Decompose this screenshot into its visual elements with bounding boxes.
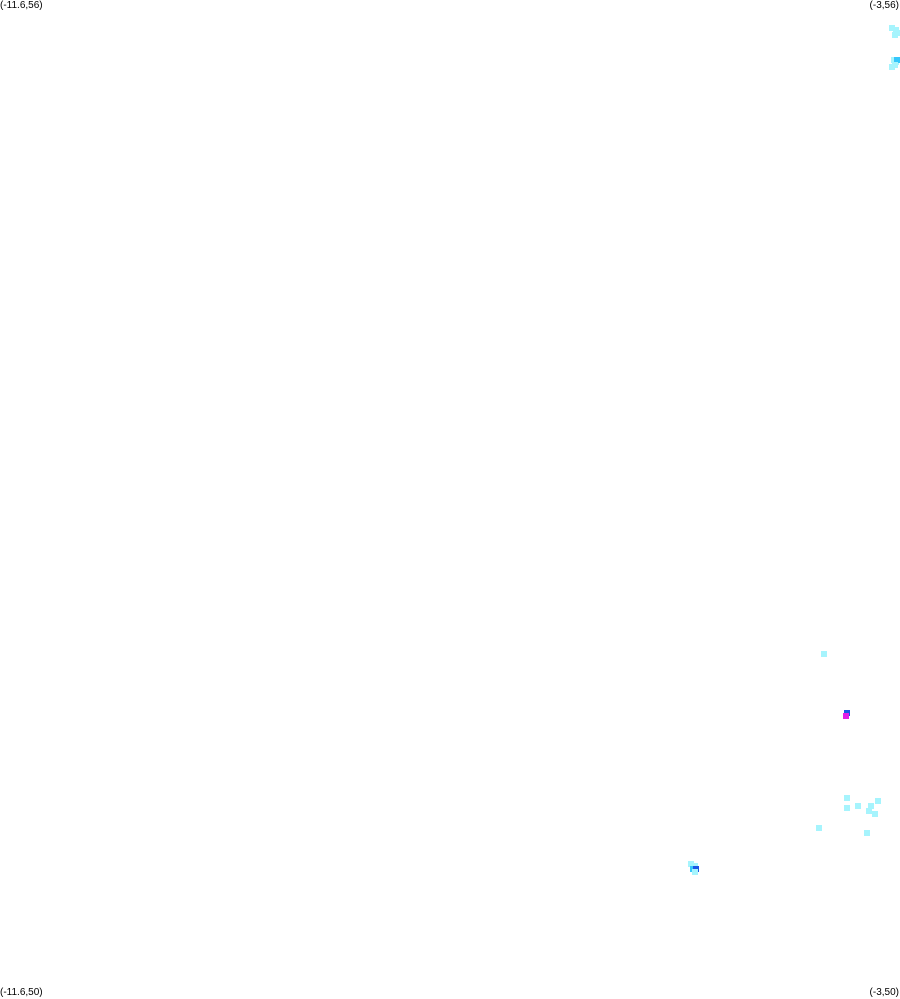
- density-cell: [889, 25, 895, 31]
- density-cell: [688, 861, 694, 867]
- density-cell: [821, 651, 827, 657]
- corner-label-top-left: (-11.6,56): [0, 0, 43, 11]
- density-cell: [816, 825, 822, 831]
- density-cell: [844, 795, 850, 801]
- density-cell: [692, 869, 698, 875]
- density-cell: [892, 32, 898, 38]
- density-cell: [875, 798, 881, 804]
- density-cell: [855, 803, 861, 809]
- density-cell: [894, 57, 900, 63]
- density-cell: [864, 830, 870, 836]
- density-cell: [843, 713, 849, 719]
- corner-label-bottom-left: (-11.6,50): [0, 987, 43, 998]
- density-cell: [868, 803, 874, 809]
- density-cell: [844, 805, 850, 811]
- density-cell: [892, 62, 898, 68]
- density-cell: [866, 808, 872, 814]
- corner-label-bottom-right: (-3,50): [869, 987, 899, 998]
- corner-label-top-right: (-3,56): [869, 0, 899, 11]
- density-cell: [872, 811, 878, 817]
